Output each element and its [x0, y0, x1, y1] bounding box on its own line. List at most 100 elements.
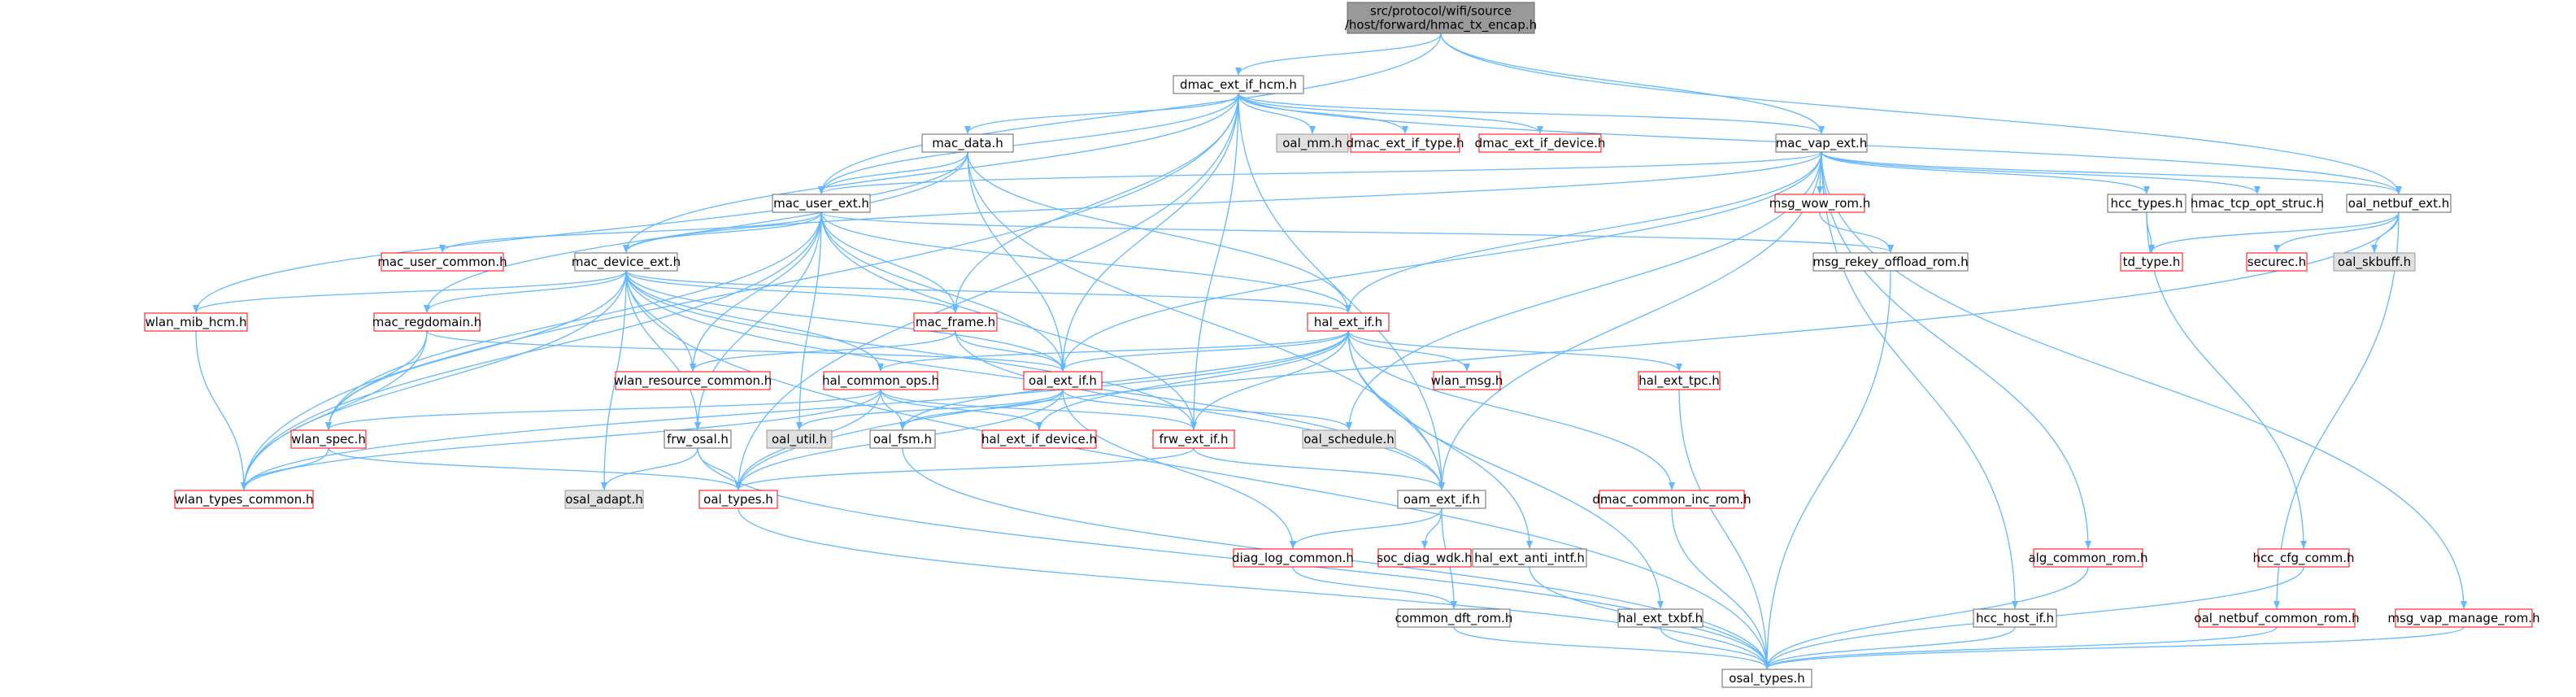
node-dmac-ext-if-hcm[interactable]: dmac_ext_if_hcm.h: [1173, 75, 1304, 94]
node-wlan-msg[interactable]: wlan_msg.h: [1431, 371, 1503, 390]
edges-layer: [193, 33, 2467, 669]
node-box: [2120, 252, 2183, 272]
edge-mac_user_ext-to-oal_util: [796, 211, 822, 430]
node-mac-user-ext[interactable]: mac_user_ext.h: [772, 194, 871, 213]
node-box: [174, 490, 314, 509]
node-osal-types[interactable]: osal_types.h: [1721, 669, 1812, 688]
edge-dmac_ext_if_hcm-to-oal_ext_if: [1060, 93, 1239, 372]
edge-root-to-mac_vap_ext: [1440, 33, 1825, 134]
edge-hal_common_ops-to-wlan_spec: [325, 389, 881, 430]
node-label: msg_vap_manage_rom.h: [2387, 611, 2539, 626]
edge-mac_device_ext-to-wlan_mib_hcm: [193, 270, 627, 313]
node-hcc-host-if[interactable]: hcc_host_if.h: [1973, 608, 2057, 628]
node-oam-ext-if[interactable]: oam_ext_if.h: [1397, 490, 1486, 509]
node-label: td_type.h: [2123, 255, 2181, 270]
node-mac-frame[interactable]: mac_frame.h: [913, 312, 998, 332]
node-wlan-spec[interactable]: wlan_spec.h: [290, 429, 367, 449]
node-dmac-common-inc-rom[interactable]: dmac_common_inc_rom.h: [1592, 490, 1751, 509]
node-label: oal_fsm.h: [873, 432, 932, 447]
node-oal-mm[interactable]: oal_mm.h: [1276, 133, 1349, 153]
node-mac-device-ext[interactable]: mac_device_ext.h: [572, 252, 681, 272]
node-mac-regdomain[interactable]: mac_regdomain.h: [372, 312, 482, 332]
node-hcc-cfg-comm[interactable]: hcc_cfg_comm.h: [2253, 548, 2355, 568]
node-dmac-ext-if-type[interactable]: dmac_ext_if_type.h: [1346, 133, 1464, 153]
node-box: [1599, 490, 1745, 509]
edge-dmac_ext_if_hcm-to-oal_mm: [1238, 93, 1316, 134]
node-label: mac_frame.h: [916, 315, 995, 330]
edge-mac_data-to-hal_ext_if: [967, 151, 1351, 313]
edge-wlan_mib_hcm-to-wlan_types_common: [195, 330, 247, 490]
node-diag-log-common[interactable]: diag_log_common.h: [1232, 548, 1354, 568]
edge-oam_ext_if-to-diag_log_common: [1290, 508, 1442, 549]
edge-mac_user_ext-to-mac_frame: [820, 211, 959, 313]
node-osal-adapt[interactable]: osal_adapt.h: [564, 490, 644, 509]
node-label: dmac_ext_if_type.h: [1346, 136, 1464, 151]
node-oal-types[interactable]: oal_types.h: [698, 490, 778, 509]
node-oal-fsm[interactable]: oal_fsm.h: [869, 429, 936, 449]
node-box: [290, 429, 367, 449]
node-label: dmac_common_inc_rom.h: [1592, 492, 1751, 508]
node-box: [1433, 371, 1501, 390]
node-box: [869, 429, 936, 449]
edge-mac_user_ext-to-frw_osal: [694, 211, 822, 430]
node-label: mac_device_ext.h: [572, 255, 681, 270]
edge-mac_data-to-mac_user_ext: [818, 151, 968, 194]
edge-frw_ext_if-to-oam_ext_if: [1193, 447, 1445, 490]
node-hal-ext-txbf[interactable]: hal_ext_txbf.h: [1617, 608, 1704, 628]
node-label: hmac_tcp_opt_struc.h: [2191, 196, 2324, 211]
node-oal-skbuff[interactable]: oal_skbuff.h: [2333, 252, 2416, 272]
node-securec[interactable]: securec.h: [2246, 252, 2308, 272]
node-oal-netbuf-common-rom[interactable]: oal_netbuf_common_rom.h: [2194, 608, 2360, 628]
node-hal-ext-if[interactable]: hal_ext_if.h: [1307, 312, 1390, 332]
node-oal-netbuf-ext[interactable]: oal_netbuf_ext.h: [2346, 194, 2452, 213]
node-wlan-types-common[interactable]: wlan_types_common.h: [174, 490, 314, 509]
node-box: [1276, 133, 1349, 153]
node-dmac-ext-if-device[interactable]: dmac_ext_if_device.h: [1475, 133, 1606, 153]
node-mac-data[interactable]: mac_data.h: [921, 133, 1014, 153]
node-frw-ext-if[interactable]: frw_ext_if.h: [1152, 429, 1235, 449]
edge-mac_user_ext-to-mac_device_ext: [623, 211, 822, 253]
node-oal-ext-if[interactable]: oal_ext_if.h: [1023, 371, 1103, 390]
node-mac-vap-ext[interactable]: mac_vap_ext.h: [1775, 133, 1868, 153]
node-msg-rekey-offload-rom[interactable]: msg_rekey_offload_rom.h: [1812, 252, 1969, 272]
node-msg-wow-rom[interactable]: msg_wow_rom.h: [1769, 194, 1871, 213]
node-hal-common-ops[interactable]: hal_common_ops.h: [822, 371, 939, 390]
node-box: [2257, 548, 2350, 568]
node-hmac-tcp-opt-struc[interactable]: hmac_tcp_opt_struc.h: [2191, 194, 2324, 213]
node-oal-schedule[interactable]: oal_schedule.h: [1302, 429, 1396, 449]
node-wlan-resource-common[interactable]: wlan_resource_common.h: [614, 371, 772, 390]
edge-frw_osal-to-oal_types: [697, 447, 742, 490]
node-box: [144, 312, 248, 332]
edge-hal_ext_txbf-to-osal_types: [1660, 626, 1770, 669]
node-hal-ext-anti-intf[interactable]: hal_ext_anti_intf.h: [1472, 548, 1587, 568]
node-hal-ext-if-device[interactable]: hal_ext_if_device.h: [981, 429, 1097, 449]
edge-hal_ext_if-to-oal_ext_if: [1060, 330, 1349, 372]
node-mac-user-common[interactable]: mac_user_common.h: [377, 252, 507, 272]
node-msg-vap-manage-rom[interactable]: msg_vap_manage_rom.h: [2387, 608, 2540, 628]
node-box: [1472, 548, 1587, 568]
node-root[interactable]: src/protocol/wifi/source/host/forward/hm…: [1345, 2, 1537, 34]
edge-dmac_ext_if_hcm-to-frw_ext_if: [1190, 93, 1239, 430]
node-box: [1478, 133, 1602, 153]
node-alg-common-rom[interactable]: alg_common_rom.h: [2028, 548, 2148, 568]
node-label: osal_adapt.h: [565, 492, 642, 508]
edge-mac_frame-to-oal_ext_if: [955, 330, 1066, 372]
node-soc-diag-wdk[interactable]: soc_diag_wdk.h: [1377, 548, 1473, 568]
edge-dmac_common_inc_rom-to-osal_types: [1671, 508, 1770, 669]
node-hal-ext-tpc[interactable]: hal_ext_tpc.h: [1638, 371, 1721, 390]
node-label: diag_log_common.h: [1232, 551, 1354, 566]
edge-mac_user_ext-to-wlan_resource_common: [690, 211, 822, 372]
edge-mac_device_ext-to-frw_ext_if: [625, 270, 1197, 430]
node-frw-osal[interactable]: frw_osal.h: [664, 429, 732, 449]
node-common-dft-rom[interactable]: common_dft_rom.h: [1395, 608, 1513, 628]
node-hcc-types[interactable]: hcc_types.h: [2107, 194, 2187, 213]
edge-wlan_spec-to-wlan_types_common: [241, 447, 329, 490]
edge-oal_netbuf_ext-to-securec: [2274, 211, 2400, 253]
node-wlan-mib-hcm[interactable]: wlan_mib_hcm.h: [144, 312, 248, 332]
node-box: [1307, 312, 1390, 332]
edge-dmac_ext_if_hcm-to-mac_data: [964, 93, 1239, 134]
edge-mac_vap_ext-to-oal_netbuf_ext: [1821, 151, 2402, 194]
node-td-type[interactable]: td_type.h: [2120, 252, 2183, 272]
edge-hal_ext_if-to-oal_fsm: [899, 330, 1349, 430]
node-oal-util[interactable]: oal_util.h: [766, 429, 833, 449]
